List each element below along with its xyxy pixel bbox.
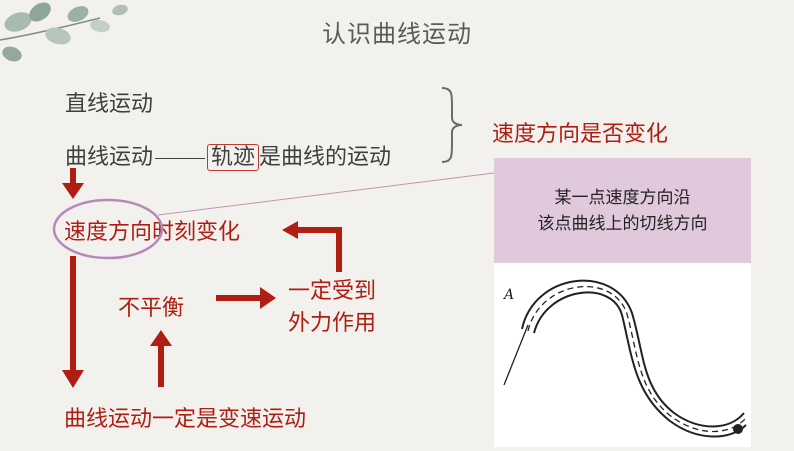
force-text: 一定受到 外力作用 — [288, 276, 376, 340]
ball-icon — [733, 424, 743, 434]
point-a-label: A — [504, 287, 515, 303]
arrow-down-2-head — [62, 370, 84, 388]
slide-title: 认识曲线运动 — [322, 20, 472, 48]
curve-track — [503, 279, 747, 438]
unbalanced-text: 不平衡 — [118, 296, 185, 321]
straight-motion-text: 直线运动 — [65, 92, 154, 117]
curve-prefix: 曲线运动 — [65, 145, 154, 170]
arrow-right-head — [260, 287, 276, 309]
conclusion-text: 曲线运动一定是变速运动 — [64, 407, 307, 432]
curve-motion-definition: 曲线运动 轨迹是曲线的运动 — [65, 139, 391, 171]
tip-line-1: 某一点速度方向沿 — [554, 187, 691, 208]
dash-line — [155, 157, 206, 159]
arrow-elbow-shaft — [296, 227, 342, 272]
force-line-2: 外力作用 — [288, 311, 377, 336]
trajectory-highlight: 轨迹 — [207, 144, 260, 171]
curve-suffix: 是曲线的运动 — [259, 145, 392, 170]
arrow-right-shaft — [216, 295, 262, 301]
velocity-change-text: 速度方向时刻变化 — [64, 220, 241, 245]
arrow-down-1-head — [62, 183, 84, 199]
leaves-decoration — [0, 2, 128, 62]
brace-icon — [441, 87, 463, 163]
force-line-1: 一定受到 — [288, 279, 377, 304]
tip-line-2: 该点曲线上的切线方向 — [537, 213, 708, 234]
velocity-ellipse — [52, 198, 164, 260]
curve-illustration-panel: A — [494, 263, 751, 447]
arrow-up-shaft — [158, 344, 164, 387]
arrow-down-1-shaft — [70, 168, 76, 185]
arrow-down-2-shaft — [70, 256, 76, 372]
velocity-question: 速度方向是否变化 — [492, 122, 669, 147]
arrow-up-head — [150, 330, 172, 346]
arrow-elbow-head — [282, 221, 298, 239]
tangent-tip-box: 某一点速度方向沿 该点曲线上的切线方向 — [494, 158, 751, 263]
